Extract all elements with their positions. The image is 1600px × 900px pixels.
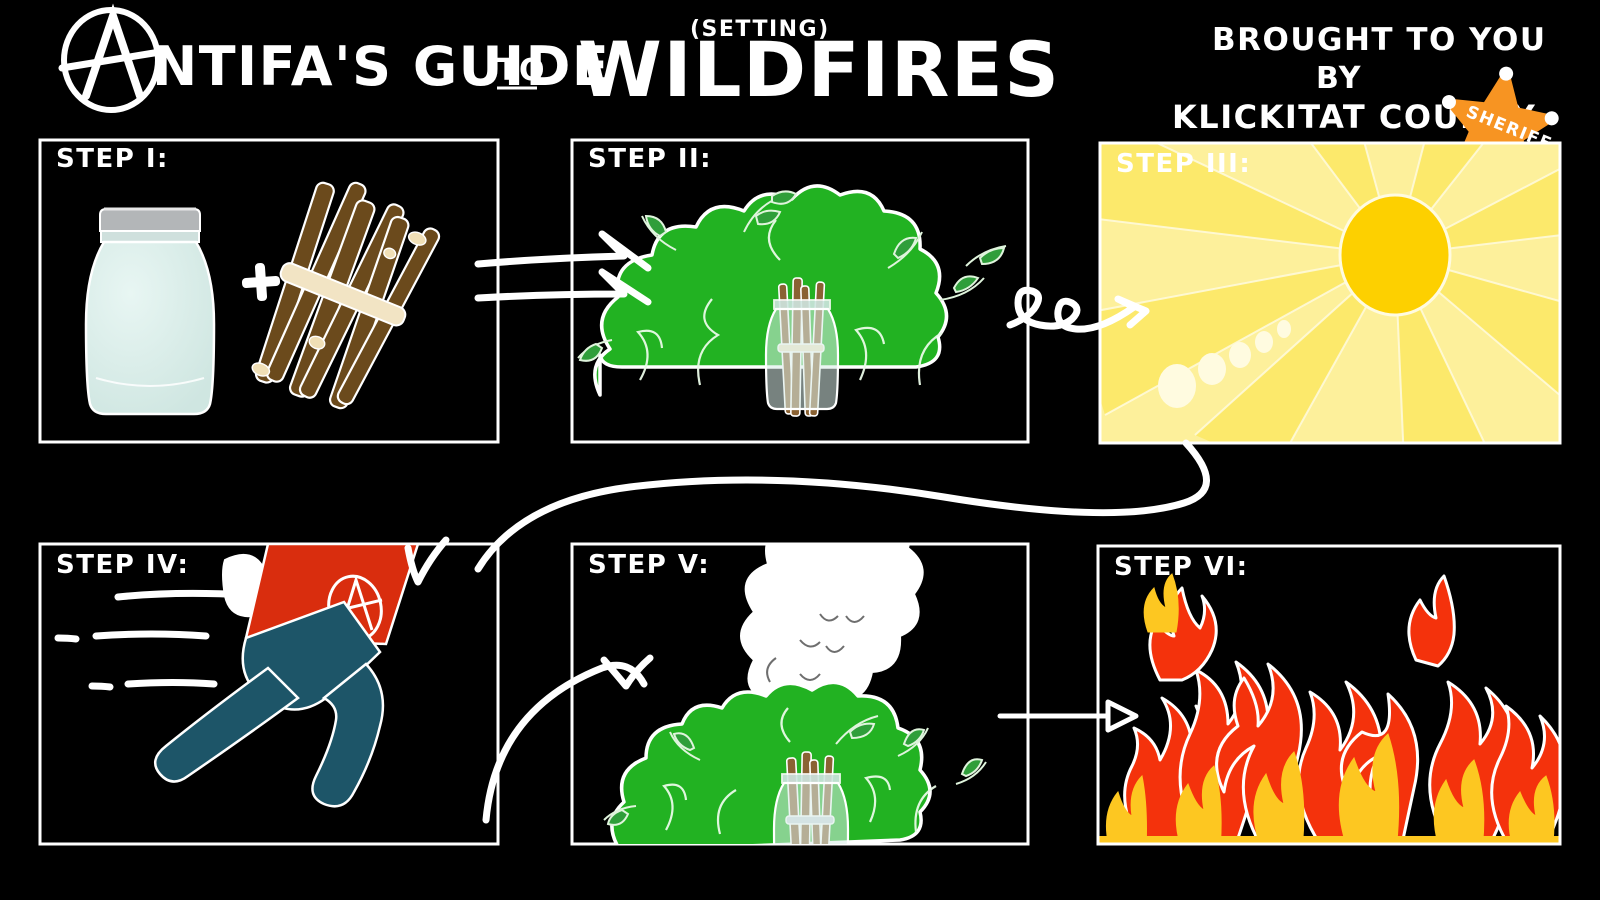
credit-line-2: BY xyxy=(1316,61,1362,96)
sunburst-illustration xyxy=(1100,143,1560,443)
arrow-step-3-to-4 xyxy=(404,439,1210,586)
panel-step-3: STEP III: xyxy=(1098,141,1562,445)
arrow-step-1-to-2 xyxy=(474,230,652,306)
panel-step-5: STEP V: xyxy=(570,542,1030,846)
title-parenthetical: (SETTING) xyxy=(690,17,830,42)
arrow-step-4-to-5 xyxy=(482,654,654,824)
credit-line-1: BROUGHT TO YOU xyxy=(1212,22,1547,58)
jar-with-sticks-step-5 xyxy=(772,751,850,844)
title-connector: TO xyxy=(497,53,546,88)
panel-step-2: STEP II: xyxy=(570,138,1030,444)
running-person-illustration xyxy=(153,544,420,808)
panel-step-4: STEP IV: xyxy=(38,542,500,846)
panel-label-step-6: STEP VI: xyxy=(1114,552,1249,582)
plus-sign-icon xyxy=(241,262,281,302)
bush-illustration-step-5 xyxy=(603,680,987,844)
poster-title: NTIFA'S GUIDE TO WILDFIRES (SETTING) xyxy=(58,3,1061,114)
panel-step-1: STEP I: xyxy=(38,138,500,444)
panel-label-step-2: STEP II: xyxy=(588,144,712,174)
panel-step-6: STEP VI: xyxy=(1096,544,1562,846)
panel-label-step-4: STEP IV: xyxy=(56,550,189,580)
panel-label-step-1: STEP I: xyxy=(56,144,169,174)
mason-jar-illustration xyxy=(84,207,216,416)
stick-bundle-illustration xyxy=(251,181,441,410)
panel-label-step-5: STEP V: xyxy=(588,550,710,580)
title-subject: WILDFIRES xyxy=(578,25,1061,114)
anarchy-symbol-icon xyxy=(58,3,164,113)
arrow-step-2-to-3 xyxy=(1006,286,1150,333)
arrow-step-5-to-6 xyxy=(997,699,1139,733)
flames-illustration xyxy=(1098,546,1560,844)
panel-label-step-3: STEP III: xyxy=(1116,149,1251,179)
jar-with-sticks-step-2 xyxy=(764,277,840,417)
light-ray-dots xyxy=(1158,320,1291,408)
